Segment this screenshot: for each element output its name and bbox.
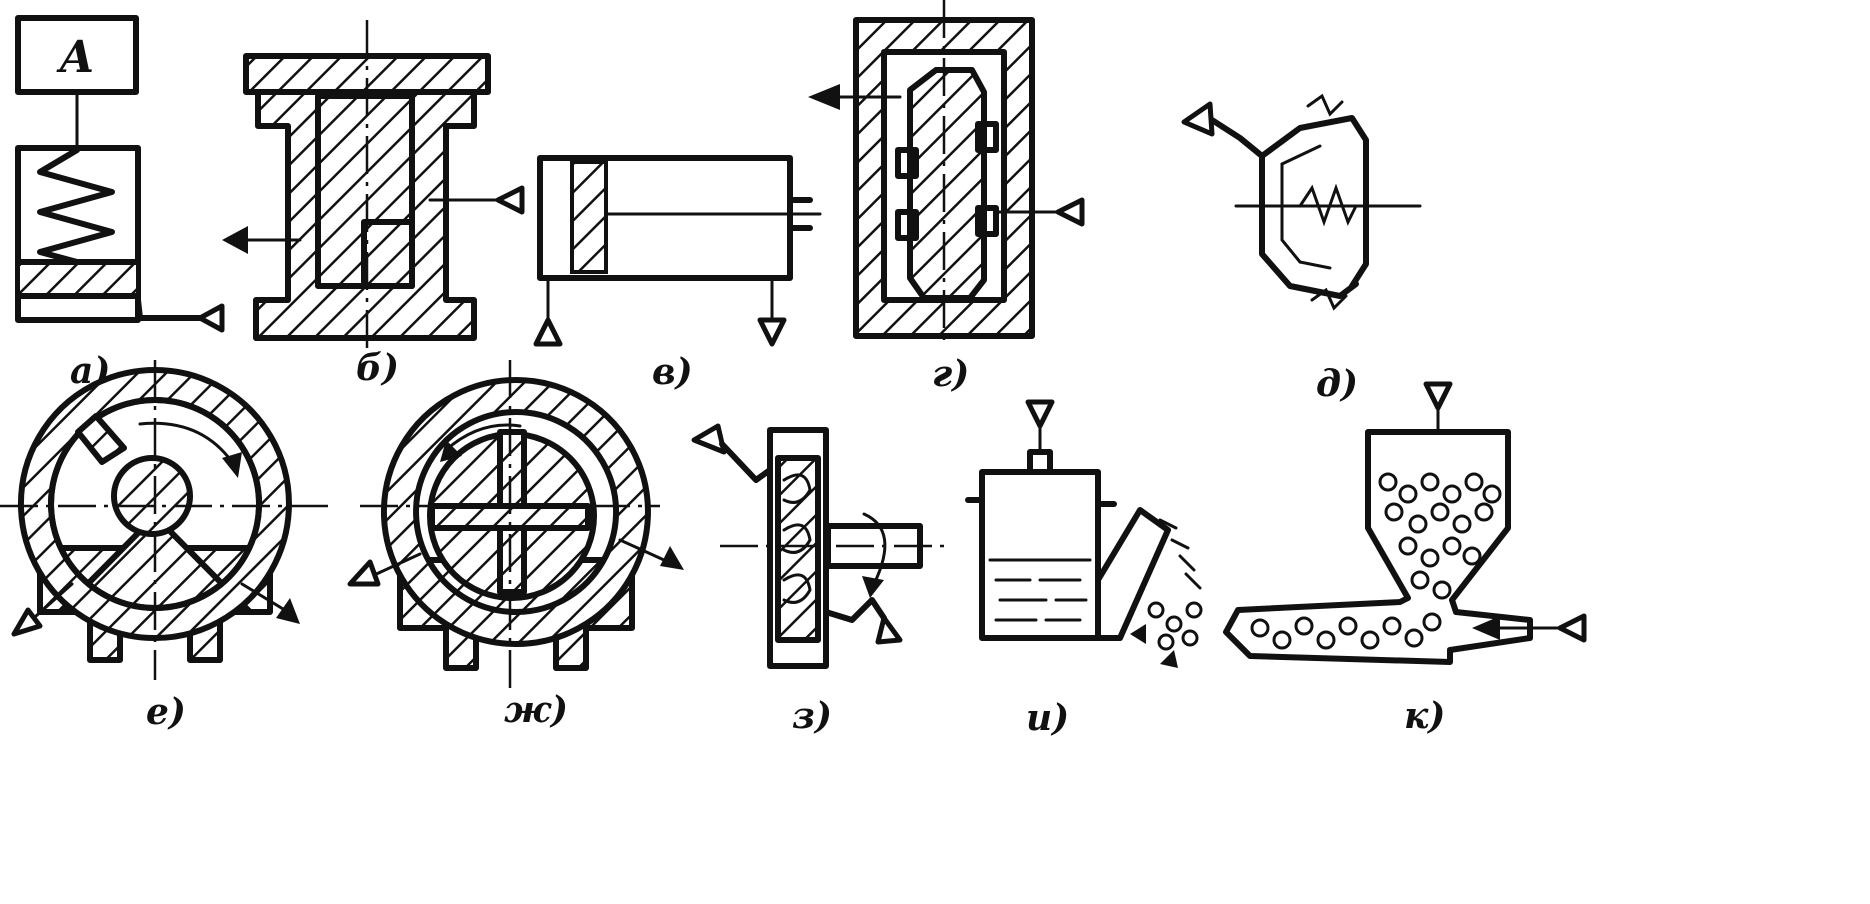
inlet-arrow — [808, 84, 840, 110]
label-z: з) — [792, 695, 832, 737]
scheme-e — [0, 360, 330, 680]
inlet-marker — [533, 317, 563, 347]
piston — [570, 160, 608, 274]
label-b: б) — [356, 347, 399, 389]
inlet-arrow — [222, 226, 248, 254]
scheme-i — [965, 399, 1203, 668]
outlet-marker — [197, 303, 225, 333]
label-v: в) — [652, 351, 693, 393]
drive-block-letter: A — [56, 32, 94, 83]
rotor — [907, 67, 987, 301]
spring — [37, 147, 115, 265]
liquid — [986, 556, 1094, 634]
vane — [75, 413, 127, 465]
scheme-v — [533, 155, 822, 347]
inlet-marker — [1423, 381, 1453, 411]
granules — [1250, 472, 1502, 650]
scheme-b — [222, 20, 525, 356]
outlet-marker — [757, 317, 787, 347]
stator-ring — [380, 377, 651, 647]
outlet-marker — [495, 185, 525, 215]
label-zh: ж) — [504, 689, 568, 731]
scheme-zh — [347, 360, 684, 690]
inlet-marker — [347, 559, 381, 587]
casing — [853, 17, 1035, 339]
piston — [20, 262, 136, 296]
tank — [979, 469, 1101, 641]
outlet-marker — [1055, 197, 1085, 227]
outlet-marker — [875, 615, 903, 645]
flow-arrow — [1472, 616, 1500, 640]
scheme-z — [691, 423, 944, 669]
inlet-marker — [11, 607, 43, 637]
spring — [1298, 183, 1358, 227]
label-k: к) — [1404, 695, 1445, 737]
inlet-marker — [1181, 101, 1215, 137]
scheme-g — [808, 0, 1085, 340]
rotor — [111, 455, 193, 537]
label-g: г) — [932, 353, 969, 395]
outlet-arrow — [660, 546, 684, 570]
label-d: д) — [1316, 363, 1358, 405]
scheme-k — [1223, 381, 1587, 665]
label-i: и) — [1026, 697, 1069, 739]
label-e: е) — [146, 691, 186, 733]
gas-inlet-marker — [1557, 613, 1587, 643]
scheme-a: A — [15, 15, 225, 333]
inlet-marker — [1025, 399, 1055, 429]
scheme-d — [1181, 93, 1422, 311]
outlet-arrow — [276, 598, 300, 624]
housing — [537, 155, 793, 281]
hopper — [1223, 429, 1533, 665]
inlet-marker — [691, 423, 727, 455]
